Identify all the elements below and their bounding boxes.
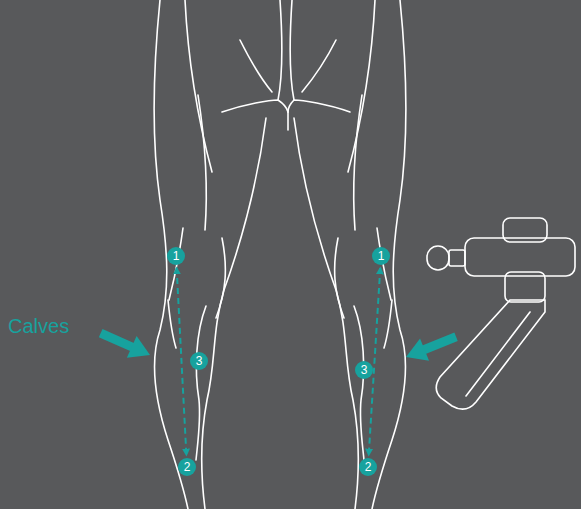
callout-number: 3 <box>190 352 208 370</box>
callout-number-text: 2 <box>365 461 372 473</box>
pointer-arrows <box>96 322 461 368</box>
callout-number-text: 2 <box>184 461 191 473</box>
dashed-arrow <box>369 268 381 455</box>
left-leg <box>154 0 266 509</box>
callout-number: 1 <box>167 247 185 265</box>
pointer-arrow <box>96 322 155 366</box>
right-leg <box>294 0 406 509</box>
callout-number: 2 <box>359 458 377 476</box>
callout-number: 3 <box>355 361 373 379</box>
part-label: Calves <box>8 315 69 338</box>
pointer-arrow <box>402 326 461 368</box>
callout-number: 1 <box>372 247 390 265</box>
callout-number-text: 3 <box>196 355 203 367</box>
callout-number-text: 3 <box>361 364 368 376</box>
callout-number-text: 1 <box>173 250 180 262</box>
callout-number: 2 <box>178 458 196 476</box>
massage-gun <box>427 218 575 409</box>
dashed-arrow <box>177 268 187 455</box>
callout-number-text: 1 <box>378 250 385 262</box>
buttocks <box>222 0 350 130</box>
